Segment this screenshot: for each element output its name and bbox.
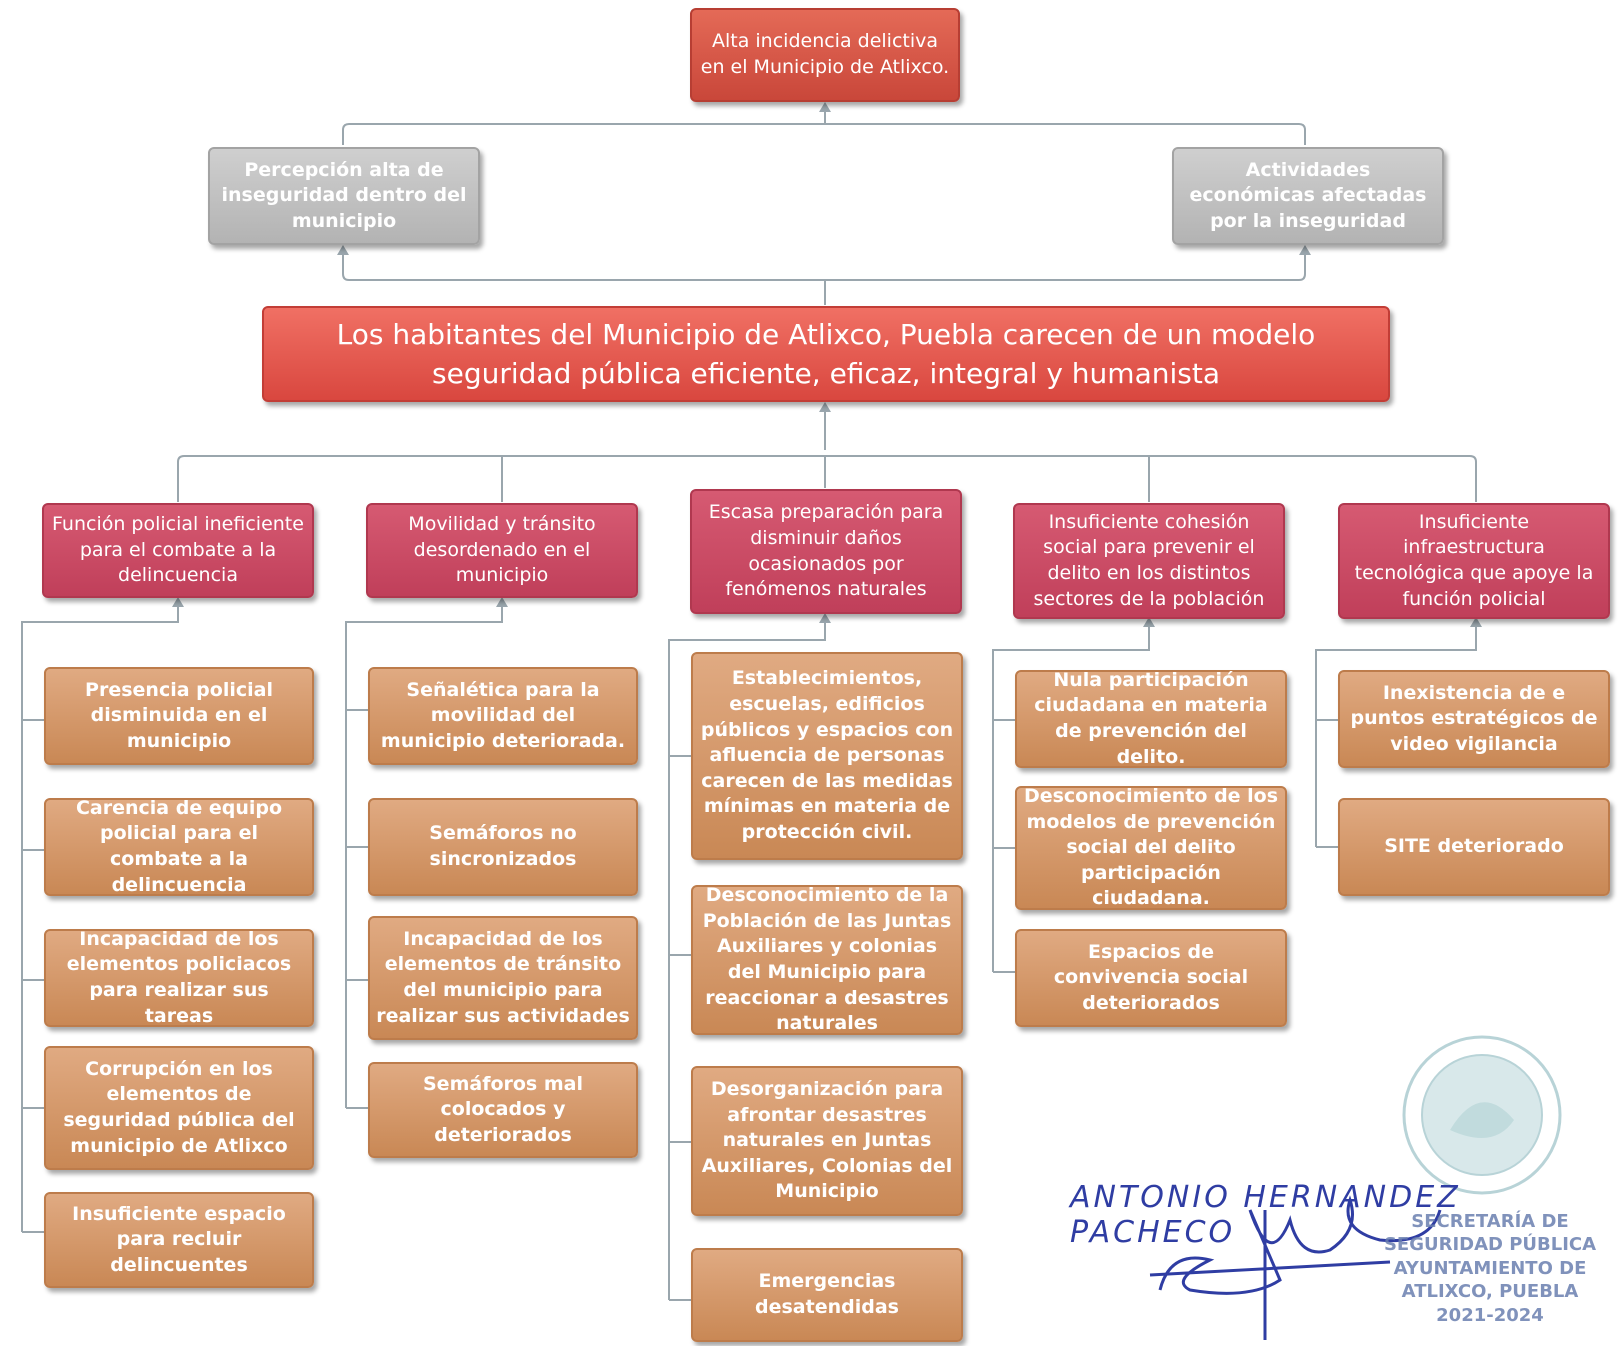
subcause-text: Desconocimiento de la Población de las J… <box>702 884 952 1035</box>
subcause-box: Incapacidad de los elementos policiacos … <box>44 927 314 1027</box>
subcause-box: Semáforos mal colocados y deteriorados <box>368 1062 638 1158</box>
cause-text-4: Insuficiente cohesión social para preven… <box>1033 510 1265 610</box>
subcause-box: Establecimientos, escuelas, edificios pú… <box>691 652 963 860</box>
subcause-box: Corrupción en los elementos de seguridad… <box>44 1046 314 1170</box>
cause-text-5: Insuficiente infraestructura tecnológica… <box>1354 510 1594 610</box>
top-effect-text: Alta incidencia delictiva en el Municipi… <box>700 30 950 78</box>
subcause-box: Inexistencia de e puntos estratégicos de… <box>1338 670 1610 768</box>
subcause-text: Señalética para la movilidad del municip… <box>380 678 626 752</box>
cause-box-2: Movilidad y tránsito desordenado en el m… <box>366 503 638 598</box>
subcause-text: Espacios de convivencia social deteriora… <box>1053 940 1249 1014</box>
handwritten-signature <box>1149 1195 1442 1340</box>
subcause-box: Incapacidad de los elementos de tránsito… <box>368 916 638 1040</box>
subcause-box: Espacios de convivencia social deteriora… <box>1015 929 1287 1027</box>
subcause-text: Semáforos mal colocados y deteriorados <box>423 1072 583 1146</box>
subcause-text: Desconocimiento de los modelos de preven… <box>1023 784 1279 910</box>
cause-box-5: Insuficiente infraestructura tecnológica… <box>1338 503 1610 619</box>
subcause-box: Insuficiente espacio para recluir delinc… <box>44 1192 314 1288</box>
subcause-text: Nula participación ciudadana en materia … <box>1034 668 1268 768</box>
subcause-box: Carencia de equipo policial para el comb… <box>44 796 314 896</box>
subcause-text: Insuficiente espacio para recluir delinc… <box>72 1202 286 1276</box>
official-seal <box>1402 1035 1562 1195</box>
top-effect-box: Alta incidencia delictiva en el Municipi… <box>690 8 960 102</box>
cause-box-4: Insuficiente cohesión social para preven… <box>1013 503 1285 619</box>
subcause-text: SITE deteriorado <box>1384 835 1564 858</box>
subcause-text: Emergencias desatendidas <box>755 1270 899 1318</box>
subcause-text: Corrupción en los elementos de seguridad… <box>63 1057 295 1157</box>
effect-text-1: Percepción alta de inseguridad dentro de… <box>221 158 467 232</box>
subcause-box: Señalética para la movilidad del municip… <box>368 667 638 765</box>
subcause-text: Establecimientos, escuelas, edificios pú… <box>700 667 954 844</box>
subcause-box: Emergencias desatendidas <box>691 1248 963 1342</box>
cause-text-2: Movilidad y tránsito desordenado en el m… <box>408 513 596 587</box>
subcause-box: Desorganización para afrontar desastres … <box>691 1066 963 1216</box>
effect-box-2: Actividades económicas afectadas por la … <box>1172 147 1444 245</box>
cause-box-1: Función policial ineficiente para el com… <box>42 503 314 598</box>
subcause-box: Nula participación ciudadana en materia … <box>1015 668 1287 768</box>
central-problem-text: Los habitantes del Municipio de Atlixco,… <box>336 317 1316 390</box>
subcause-text: Incapacidad de los elementos de tránsito… <box>376 927 630 1027</box>
subcause-box: Presencia policial disminuida en el muni… <box>44 667 314 765</box>
cause-text-3: Escasa preparación para disminuir daños … <box>708 501 944 601</box>
subcause-text: Semáforos no sincronizados <box>429 822 577 870</box>
central-problem-box: Los habitantes del Municipio de Atlixco,… <box>262 306 1390 402</box>
seal-text: SECRETARÍA DE SEGURIDAD PÚBLICA AYUNTAMI… <box>1383 1211 1597 1326</box>
effect-text-2: Actividades económicas afectadas por la … <box>1189 158 1427 232</box>
subcause-box: SITE deteriorado <box>1338 798 1610 896</box>
signature-name: ANTONIO HERNANDEZ PACHECO <box>1070 1180 1461 1250</box>
subcause-text: Incapacidad de los elementos policiacos … <box>66 927 292 1027</box>
cause-box-3: Escasa preparación para disminuir daños … <box>690 489 962 614</box>
subcause-text: Inexistencia de e puntos estratégicos de… <box>1350 681 1598 755</box>
cause-text-1: Función policial ineficiente para el com… <box>52 513 304 587</box>
subcause-text: Carencia de equipo policial para el comb… <box>75 796 283 896</box>
effect-box-1: Percepción alta de inseguridad dentro de… <box>208 147 480 245</box>
subcause-text: Desorganización para afrontar desastres … <box>701 1077 953 1203</box>
subcause-box: Semáforos no sincronizados <box>368 798 638 896</box>
subcause-box: Desconocimiento de los modelos de preven… <box>1015 784 1287 910</box>
subcause-box: Desconocimiento de la Población de las J… <box>691 884 963 1035</box>
subcause-text: Presencia policial disminuida en el muni… <box>85 678 273 752</box>
